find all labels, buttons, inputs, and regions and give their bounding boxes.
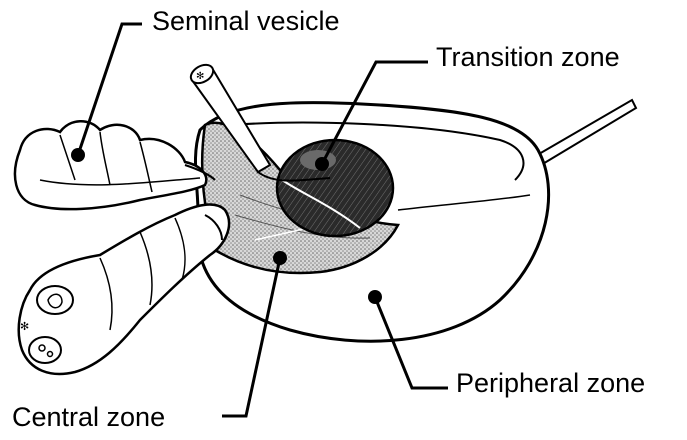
- transition-zone-shape: [277, 140, 393, 236]
- label-seminal-vesicle: Seminal vesicle: [152, 8, 340, 35]
- label-peripheral-zone: Peripheral zone: [456, 370, 645, 397]
- svg-text:✻: ✻: [20, 320, 29, 333]
- seminal-vesicle-upper: [15, 121, 215, 209]
- svg-text:✻: ✻: [196, 71, 204, 82]
- label-transition-zone: Transition zone: [436, 44, 620, 71]
- label-central-zone: Central zone: [12, 404, 165, 431]
- seminal-vesicle-lower: ✻: [19, 205, 229, 374]
